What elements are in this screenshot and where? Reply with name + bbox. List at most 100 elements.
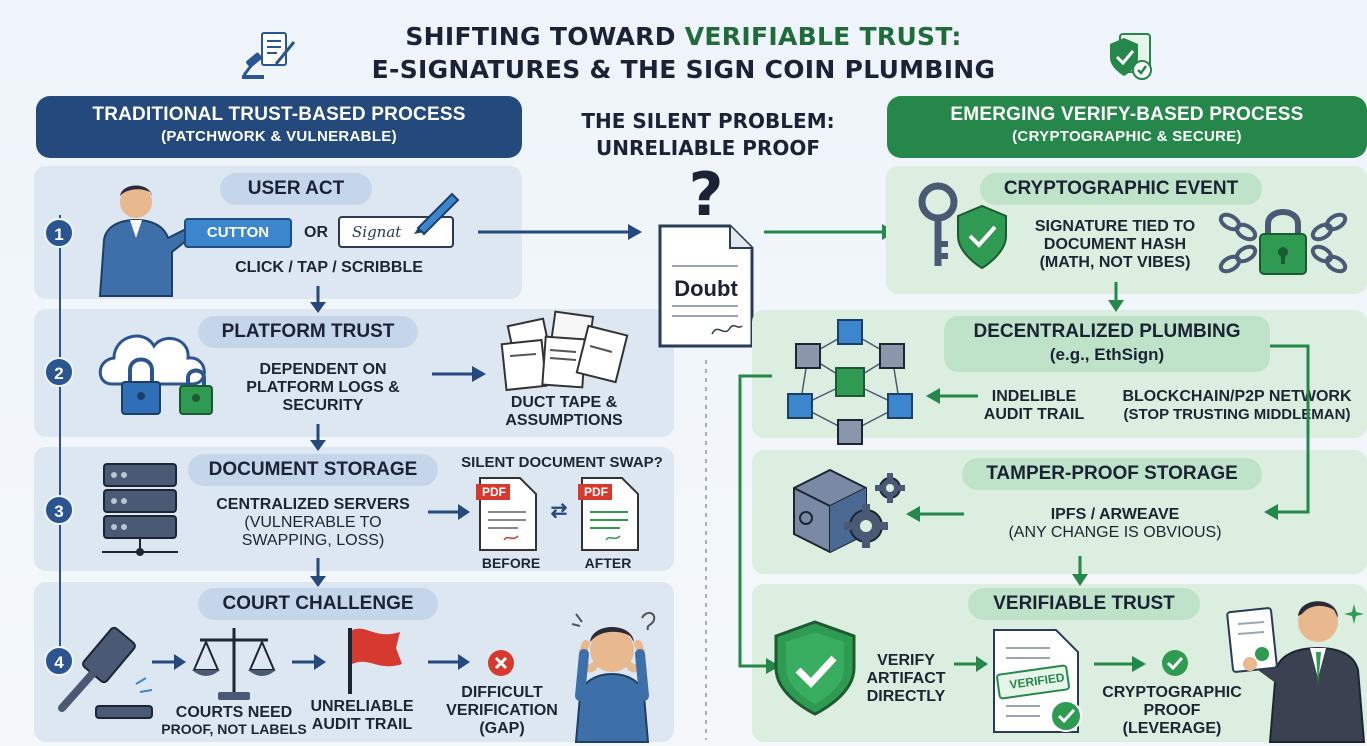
cutton-button-label: CUTTON xyxy=(206,224,270,241)
red-flag-icon xyxy=(348,628,402,694)
server-icon xyxy=(102,463,178,556)
gavel-icon xyxy=(58,626,153,719)
proof-line-1: CRYPTOGRAPHIC xyxy=(1102,684,1242,701)
unreliable-audit-text: UNRELIABLE AUDIT TRAIL xyxy=(306,698,418,734)
verify-artifact-text: VERIFY ARTIFACT DIRECTLY xyxy=(856,652,956,706)
click-tap-scribble-label: CLICK / TAP / SCRIBBLE xyxy=(235,259,423,276)
title-line-1b: VERIFIABLE TRUST: xyxy=(684,22,962,51)
indelible-audit-text: INDELIBLE AUDIT TRAIL xyxy=(974,388,1094,424)
verify-line-2: ARTIFACT xyxy=(866,670,946,687)
big-shield-check-icon xyxy=(774,620,856,716)
duct-tape-line-1: DUCT TAPE & xyxy=(510,394,618,411)
blockchain-line-1: BLOCKCHAIN/P2P NETWORK xyxy=(1122,388,1352,405)
verified-document-icon xyxy=(993,629,1082,733)
decentralized-plumbing-label: DECENTRALIZED PLUMBING (e.g., EthSign) xyxy=(944,316,1270,372)
verify-line-1: VERIFY xyxy=(877,652,935,669)
paper-pile-icon xyxy=(500,310,629,392)
ipfs-line-2: (ANY CHANGE IS OBVIOUS) xyxy=(1008,524,1222,541)
storage-text-line-3: SWAPPING, LOSS) xyxy=(241,532,385,549)
arrow-to-crypto-proof xyxy=(1094,656,1146,672)
verify-subtitle: (CRYPTOGRAPHIC & SECURE) xyxy=(1012,128,1242,145)
blockchain-network-icon xyxy=(787,319,913,445)
cutton-button[interactable]: CUTTON xyxy=(184,218,292,248)
arrow-to-duct-tape xyxy=(432,366,486,382)
or-label: OR xyxy=(304,224,328,241)
blockchain-line-2: (STOP TRUSTING MIDDLEMAN) xyxy=(1123,406,1351,423)
connector-r2-r3 xyxy=(1264,344,1310,520)
arrow-down-r3-r4 xyxy=(1072,556,1088,586)
arrow-to-storage-box xyxy=(906,506,964,522)
check-circle-icon xyxy=(1162,650,1188,676)
verifiable-trust-label: VERIFIABLE TRUST xyxy=(968,588,1200,620)
doubt-document-icon xyxy=(658,224,754,348)
platform-trust-text: DEPENDENT ON PLATFORM LOGS & SECURITY xyxy=(238,361,408,415)
step-number-4: 4 xyxy=(44,646,74,676)
centralized-servers-text: CENTRALIZED SERVERS (VULNERABLE TO SWAPP… xyxy=(206,496,420,550)
crypto-text-line-1: SIGNATURE TIED TO xyxy=(1034,218,1196,235)
cryptographic-proof-text: CRYPTOGRAPHIC PROOF (LEVERAGE) xyxy=(1094,684,1250,738)
duct-tape-text: DUCT TAPE & ASSUMPTIONS xyxy=(494,394,634,430)
step-number-2: 2 xyxy=(44,357,74,387)
question-mark: ? xyxy=(688,160,724,230)
tamper-proof-label: TAMPER-PROOF STORAGE xyxy=(962,458,1262,490)
title-line-1a: SHIFTING TOWARD xyxy=(405,22,676,51)
traditional-title: TRADITIONAL TRUST-BASED PROCESS xyxy=(92,104,466,125)
verify-line-3: DIRECTLY xyxy=(866,688,946,705)
courts-line-2: PROOF, NOT LABELS xyxy=(161,721,307,737)
duct-tape-line-2: ASSUMPTIONS xyxy=(505,412,623,429)
arrow-to-crypto xyxy=(764,224,896,240)
traditional-process-header: TRADITIONAL TRUST-BASED PROCESS (PATCHWO… xyxy=(36,96,522,158)
verify-process-header: EMERGING VERIFY-BASED PROCESS (CRYPTOGRA… xyxy=(887,96,1367,158)
courts-line-1: COURTS NEED xyxy=(175,704,293,721)
ipfs-arweave-text: IPFS / ARWEAVE (ANY CHANGE IS OBVIOUS) xyxy=(990,506,1240,542)
arrow-down-1-2 xyxy=(310,286,326,313)
silent-swap-question: SILENT DOCUMENT SWAP? xyxy=(461,454,663,471)
indelible-line-2: AUDIT TRAIL xyxy=(983,406,1085,423)
difficult-line-1: DIFFICULT xyxy=(461,684,543,701)
signature-text: Signat xyxy=(352,223,402,241)
storage-text-line-2: (VULNERABLE TO xyxy=(244,514,382,531)
arrow-to-verified-doc xyxy=(954,656,988,672)
arrow-to-network xyxy=(926,388,978,404)
difficult-verification-text: DIFFICULT VERIFICATION (GAP) xyxy=(446,684,558,738)
crypto-text-line-2: DOCUMENT HASH xyxy=(1043,236,1187,253)
arrow-down-3-4 xyxy=(310,558,326,587)
unreliable-line-2: AUDIT TRAIL xyxy=(311,716,413,733)
platform-text-line-2: PLATFORM LOGS & xyxy=(246,379,400,396)
signature-box: Signat xyxy=(338,216,454,248)
arrow-court-2 xyxy=(292,654,326,670)
pdf-before-icon xyxy=(476,477,537,551)
user-act-label: USER ACT xyxy=(220,173,372,205)
unreliable-line-1: UNRELIABLE xyxy=(310,698,414,715)
page-title: SHIFTING TOWARD VERIFIABLE TRUST: E-SIGN… xyxy=(300,20,1067,86)
crypto-text-line-3: (MATH, NOT VIBES) xyxy=(1039,254,1191,271)
timeline-line xyxy=(59,215,61,665)
step-number-1: 1 xyxy=(44,218,74,248)
signature-tied-text: SIGNATURE TIED TO DOCUMENT HASH (MATH, N… xyxy=(1020,218,1210,272)
platform-text-line-1: DEPENDENT ON xyxy=(259,361,387,378)
difficult-line-3: (GAP) xyxy=(479,720,525,737)
center-divider xyxy=(705,360,707,740)
arrow-to-pdf xyxy=(428,504,470,520)
platform-trust-label: PLATFORM TRUST xyxy=(198,316,418,348)
stressed-person-icon xyxy=(571,612,656,743)
arrow-to-doubt xyxy=(478,224,642,240)
pdf-after-icon xyxy=(578,477,639,551)
scales-icon xyxy=(192,628,276,700)
x-circle-icon xyxy=(488,650,514,676)
document-storage-label: DOCUMENT STORAGE xyxy=(188,454,438,486)
pen-icon xyxy=(414,192,460,236)
traditional-subtitle: (PATCHWORK & VULNERABLE) xyxy=(161,128,397,145)
plumbing-title-line-2: (e.g., EthSign) xyxy=(1049,345,1165,364)
blockchain-network-text: BLOCKCHAIN/P2P NETWORK (STOP TRUSTING MI… xyxy=(1110,388,1364,424)
before-label: BEFORE xyxy=(481,555,541,571)
arrow-down-r1-r2 xyxy=(1108,282,1124,312)
proof-line-2: PROOF xyxy=(1143,702,1201,719)
court-challenge-label: COURT CHALLENGE xyxy=(198,588,438,620)
cloud-lock-icon xyxy=(98,334,213,415)
plumbing-title-line-1: DECENTRALIZED PLUMBING xyxy=(973,321,1241,342)
silent-line-1: THE SILENT PROBLEM: xyxy=(581,109,835,133)
pdf-after-label: PDF xyxy=(584,485,608,499)
connector-r2-r4 xyxy=(738,374,780,674)
crypto-event-label: CRYPTOGRAPHIC EVENT xyxy=(980,173,1262,205)
